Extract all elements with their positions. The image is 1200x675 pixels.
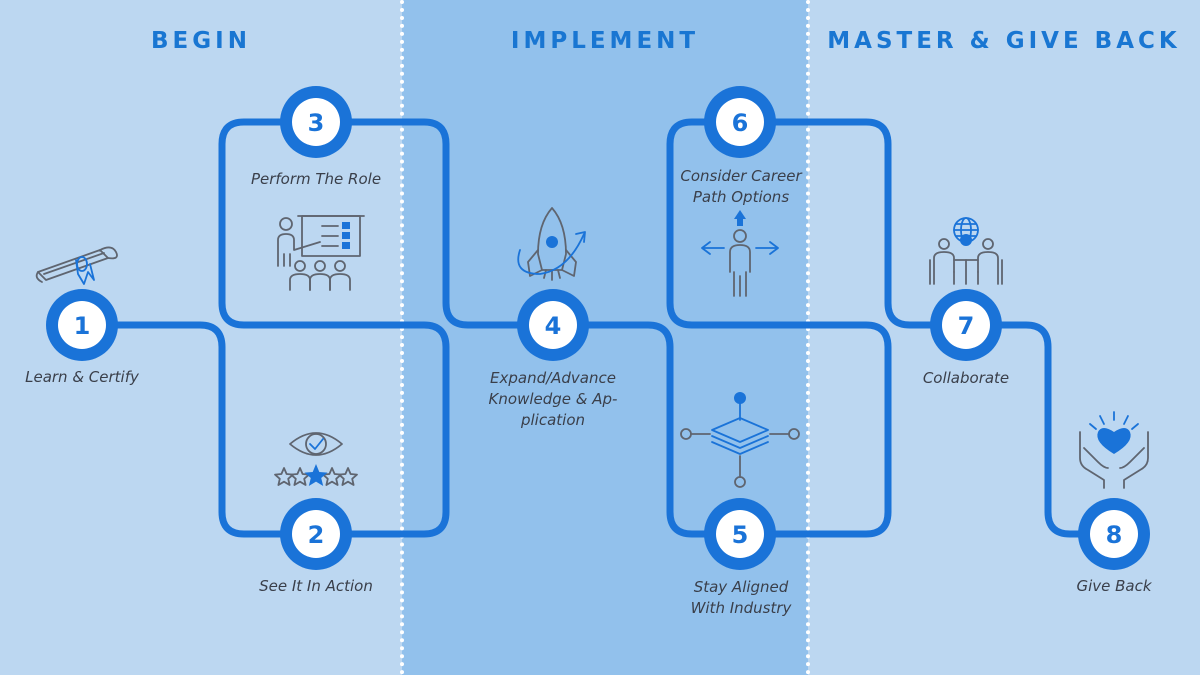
step-node-center [58,301,106,349]
step-label-4: Expand/Advance Knowledge & Ap- plication [488,369,618,429]
step-node-8: 8 [1078,498,1150,570]
phase-divider [400,0,404,675]
journey-path [78,118,1118,538]
path-segment-1-2 [78,321,320,538]
step-node-center [1090,510,1138,558]
step-label-1: Learn & Certify [25,368,139,386]
path-segment-6-7 [736,118,970,329]
path-segment-2-3 [218,118,450,538]
step-number: 1 [74,312,91,340]
step-node-3: 3 [280,86,352,158]
step-node-4: 4 [517,289,589,361]
phase-title-master: MASTER & GIVE BACK [827,28,1181,54]
phase-title-begin: BEGIN [151,28,251,54]
step-label-6: Consider Career Path Options [680,167,802,206]
eye-rating-icon [274,432,358,486]
step-node-center [716,510,764,558]
step-number: 5 [732,521,749,549]
step-number: 8 [1106,521,1123,549]
phase-title-implement: IMPLEMENT [510,28,700,54]
collaboration-globe-icon [929,217,1003,285]
step-node-5: 5 [704,498,776,570]
hands-heart-icon [1079,411,1149,489]
step-node-1: 1 [46,289,118,361]
step-label-2: See It In Action [259,577,373,595]
step-node-2: 2 [280,498,352,570]
phase-divider [806,0,810,675]
career-path-icon [701,210,779,297]
step-node-center [292,510,340,558]
step-number: 2 [308,521,325,549]
path-segment-7-8 [962,321,1118,538]
step-number: 6 [732,109,749,137]
rocket-icon [517,207,586,281]
step-node-center [529,301,577,349]
path-segment-5-6 [666,118,892,538]
presentation-icon [277,215,365,291]
path-segment-4-5 [549,321,744,538]
step-label-7: Collaborate [922,369,1010,387]
step-label-8: Give Back [1076,577,1152,595]
step-node-center [292,98,340,146]
path-segment-3-4 [312,118,557,329]
step-node-center [716,98,764,146]
step-label-3: Perform The Role [250,170,382,188]
diploma-icon [35,246,118,285]
step-node-7: 7 [930,289,1002,361]
step-number: 4 [545,312,562,340]
step-number: 3 [308,109,325,137]
step-number: 7 [958,312,975,340]
step-node-6: 6 [704,86,776,158]
step-node-center [942,301,990,349]
step-label-5: Stay Aligned With Industry [690,578,792,617]
layers-network-icon [680,392,800,488]
